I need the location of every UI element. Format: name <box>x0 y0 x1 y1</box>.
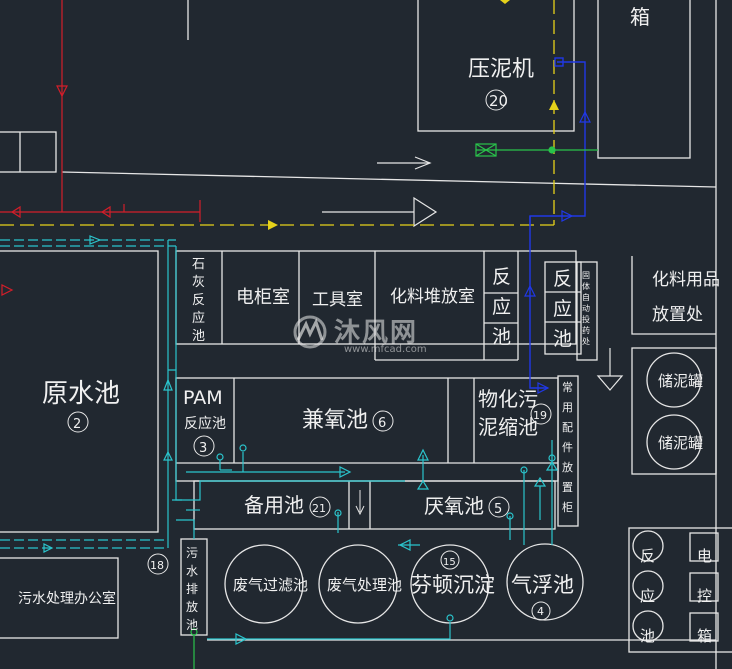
vlabel-elec-box: 电 控 箱 <box>697 547 713 645</box>
label-anaerobic: 厌氧池 <box>424 494 484 518</box>
press-room <box>417 0 575 132</box>
label-float-no: 4 <box>537 605 544 618</box>
vlabel-drain: 污 水 排 放 池 <box>186 546 199 632</box>
label-drain-no: 18 <box>150 559 164 572</box>
box-room <box>597 0 691 159</box>
label-gas-filter: 废气过滤池 <box>233 576 308 594</box>
flow-arrows <box>322 156 624 391</box>
label-press: 压泥机 <box>468 57 534 82</box>
label-anaerobic-no: 5 <box>494 502 502 517</box>
label-chem-room: 化料堆放室 <box>390 287 475 307</box>
label-raw-pool-no: 2 <box>73 417 81 432</box>
vlabel-narrow-room: 固 体 自 动 投 药 处 <box>582 271 590 346</box>
vlabel-react-bottom: 反 应 池 <box>640 547 656 645</box>
label-gas-treat: 废气处理池 <box>327 576 402 594</box>
label-pam: PAM <box>183 387 223 409</box>
blue-arrows <box>524 110 591 394</box>
blue-pipes <box>529 57 586 389</box>
vlabel-lime-pool: 石 灰 反 应 池 <box>192 257 206 344</box>
label-anoxic-no: 6 <box>378 416 386 431</box>
yellow-pipes <box>0 0 555 226</box>
text-labels: 箱 压泥机 20 电柜室 工具室 化料堆放室 化料用品 放置处 原水池 2 PA… <box>18 5 720 618</box>
label-sludge-1: 物化污 <box>478 387 538 411</box>
label-pam-no: 3 <box>199 441 207 456</box>
label-sludge-no: 19 <box>533 409 547 422</box>
vlabel-react1: 反 应 池 <box>492 266 512 348</box>
red-pipes <box>0 0 201 296</box>
label-chem-place-2: 放置处 <box>652 305 703 325</box>
label-float: 气浮池 <box>511 573 574 597</box>
label-fenton: 芬顿沉淀 <box>411 573 495 597</box>
yellow-arrows <box>268 0 559 230</box>
cyan-pipes <box>0 235 559 645</box>
label-press-no: 20 <box>489 92 508 110</box>
label-spare: 备用池 <box>244 493 304 517</box>
label-tool-room: 工具室 <box>312 290 363 310</box>
number-circles <box>67 89 552 621</box>
label-elec-room: 电柜室 <box>236 287 290 308</box>
label-sludge-2: 泥缩池 <box>478 415 538 439</box>
label-box-top: 箱 <box>630 5 650 29</box>
label-raw-pool: 原水池 <box>42 379 120 409</box>
label-tank-1: 储泥罐 <box>658 372 703 390</box>
label-chem-place-1: 化料用品 <box>652 270 720 290</box>
label-pam-sub: 反应池 <box>184 415 226 432</box>
vlabel-parts: 常 用 配 件 放 置 柜 <box>562 381 573 514</box>
green-pipes <box>190 143 598 669</box>
label-office: 污水处理办公室 <box>18 590 116 607</box>
tank-area <box>631 347 717 475</box>
label-anoxic: 兼氧池 <box>302 408 368 433</box>
vlabel-react2: 反 应 池 <box>553 268 573 350</box>
label-fenton-no: 15 <box>443 557 456 568</box>
label-spare-no: 21 <box>312 502 326 515</box>
raw-pool <box>0 250 159 533</box>
inner-arrows <box>355 490 365 516</box>
office-room <box>0 557 119 639</box>
label-tank-2: 储泥罐 <box>658 434 703 452</box>
